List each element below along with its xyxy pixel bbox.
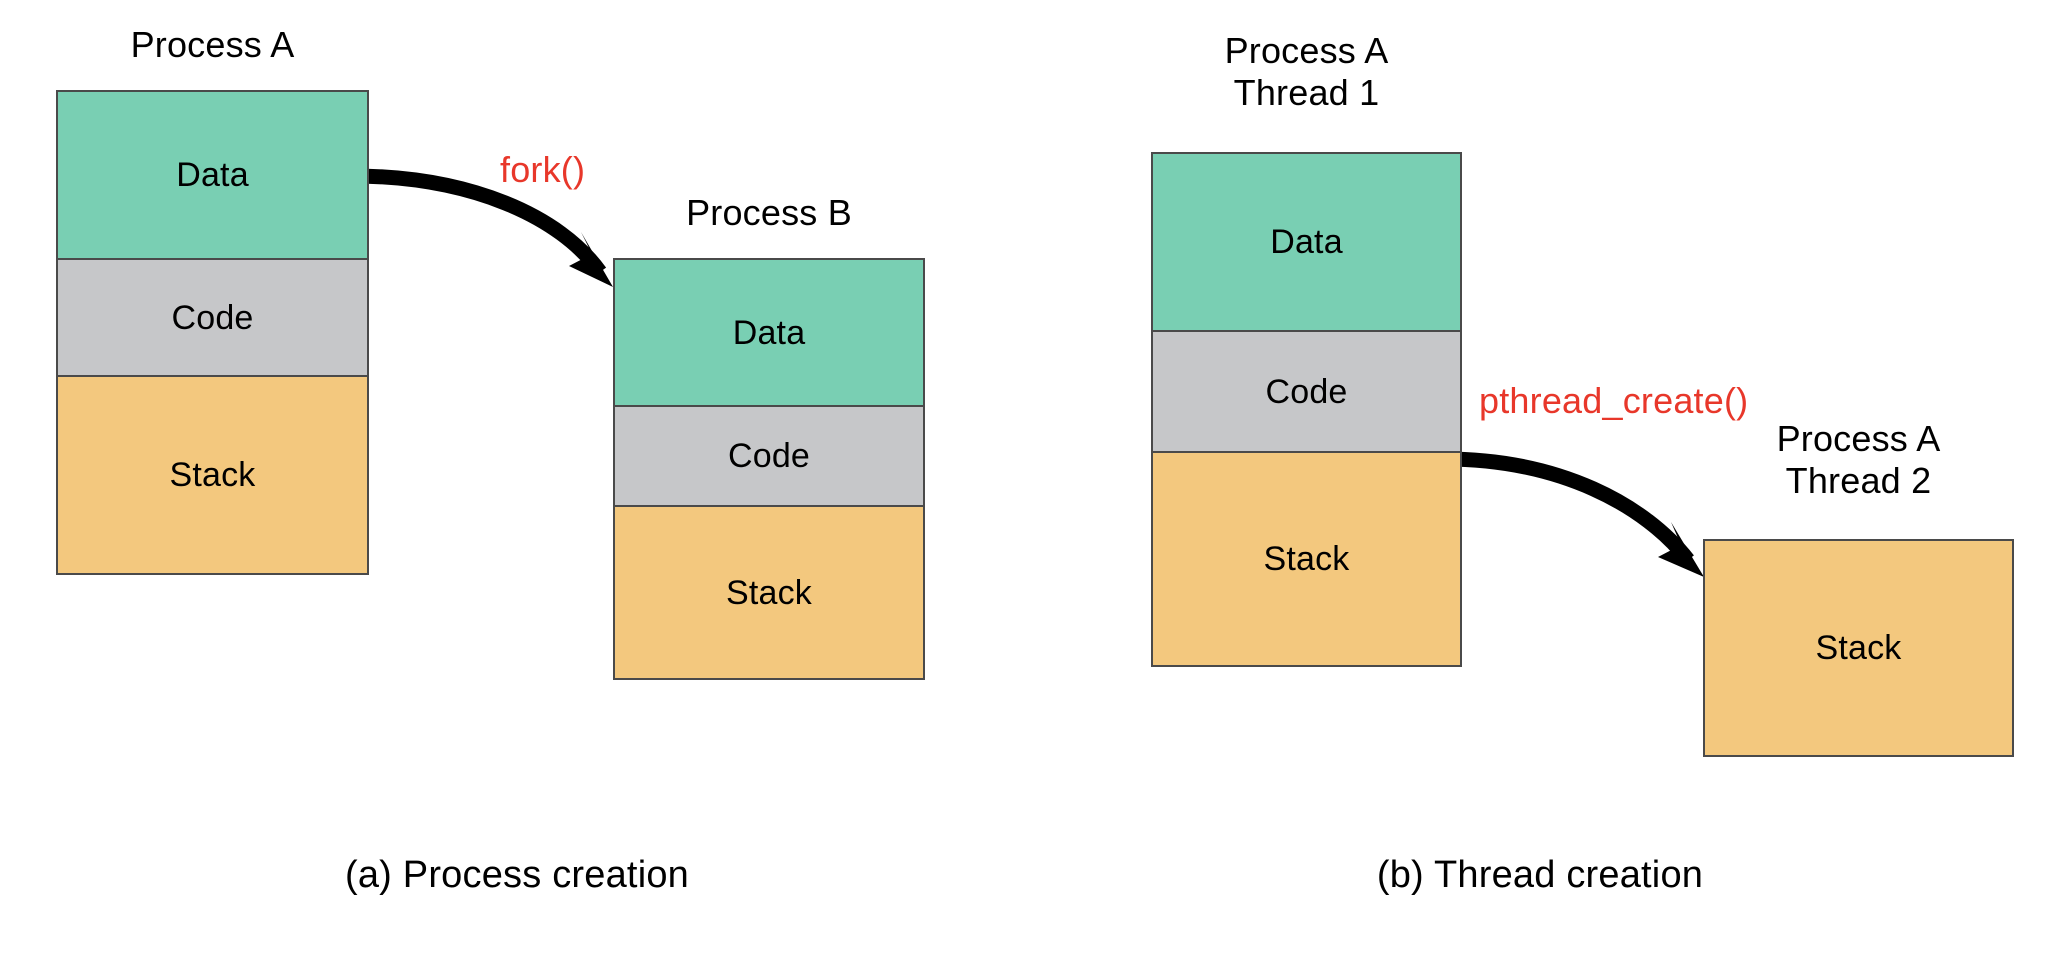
segment-label: Code bbox=[171, 298, 254, 337]
process-a-block: Data Code Stack bbox=[56, 90, 369, 575]
segment-label: Data bbox=[1270, 223, 1343, 261]
segment-label: Code bbox=[727, 437, 811, 475]
caption-thread-creation: (b) Thread creation bbox=[1376, 854, 1704, 896]
process-a-thread-1-block: Data Code Stack bbox=[1151, 152, 1462, 667]
fork-arrow bbox=[351, 168, 613, 287]
process-b-segment-stack: Stack bbox=[615, 505, 923, 678]
process-b-segment-code: Code bbox=[615, 405, 923, 505]
segment-label: Stack bbox=[169, 456, 256, 494]
thread-1-segment-stack: Stack bbox=[1153, 451, 1460, 665]
thread-1-segment-code: Code bbox=[1153, 330, 1460, 451]
segment-label: Data bbox=[732, 313, 806, 352]
process-a-title: Process A bbox=[130, 24, 295, 65]
fork-call-label: fork() bbox=[500, 149, 586, 190]
process-a-thread-1-title: Process A Thread 1 bbox=[1224, 30, 1389, 113]
thread-2-segment-stack: Stack bbox=[1705, 541, 2012, 755]
segment-label: Data bbox=[176, 156, 249, 194]
pthread-create-arrow bbox=[1443, 451, 1704, 577]
process-a-segment-data: Data bbox=[58, 92, 367, 258]
process-b-block: Data Code Stack bbox=[613, 258, 925, 680]
pthread-create-call-label: pthread_create() bbox=[1479, 380, 1749, 421]
segment-label: Code bbox=[1265, 372, 1348, 411]
process-a-thread-2-title: Process A Thread 2 bbox=[1776, 418, 1941, 501]
caption-process-creation: (a) Process creation bbox=[344, 854, 689, 896]
segment-label: Stack bbox=[725, 573, 813, 612]
thread-1-segment-data: Data bbox=[1153, 154, 1460, 330]
process-b-title: Process B bbox=[686, 192, 852, 233]
process-a-segment-code: Code bbox=[58, 258, 367, 375]
segment-label: Stack bbox=[1263, 540, 1350, 578]
process-a-segment-stack: Stack bbox=[58, 375, 367, 573]
process-b-segment-data: Data bbox=[615, 260, 923, 405]
process-a-thread-2-block: Stack bbox=[1703, 539, 2014, 757]
segment-label: Stack bbox=[1815, 629, 1902, 667]
